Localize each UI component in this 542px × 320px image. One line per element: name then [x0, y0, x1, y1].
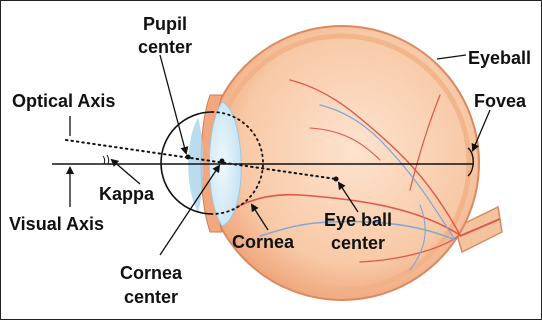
pupil	[188, 118, 203, 212]
cornea-center-label-line2: center	[124, 287, 178, 307]
visual-axis-label: Visual Axis	[9, 214, 104, 234]
kappa-label: Kappa	[99, 184, 155, 204]
optical-axis-label: Optical Axis	[12, 91, 115, 111]
kappa-arc-1	[103, 156, 105, 164]
eyeball	[205, 26, 479, 300]
fovea-label: Fovea	[474, 91, 527, 111]
eye-ball-center-label-line1: Eye ball	[324, 210, 392, 230]
eye-ball-center-label-line2: center	[331, 233, 385, 253]
kappa-arc-2	[107, 155, 109, 164]
cornea-center-point	[220, 159, 225, 164]
cornea-label: Cornea	[232, 232, 295, 252]
pupil-center-point	[186, 155, 191, 160]
pupil-center-label-line1: Pupil	[143, 14, 187, 34]
eyeball-pointer	[437, 55, 466, 59]
cornea-center-label-line1: Cornea	[120, 263, 183, 283]
eyeball-label: Eyeball	[468, 48, 531, 68]
pupil-center-pointer	[160, 55, 186, 153]
pupil-center-label-line2: center	[138, 37, 192, 57]
eye-ball-center-point	[334, 177, 339, 182]
